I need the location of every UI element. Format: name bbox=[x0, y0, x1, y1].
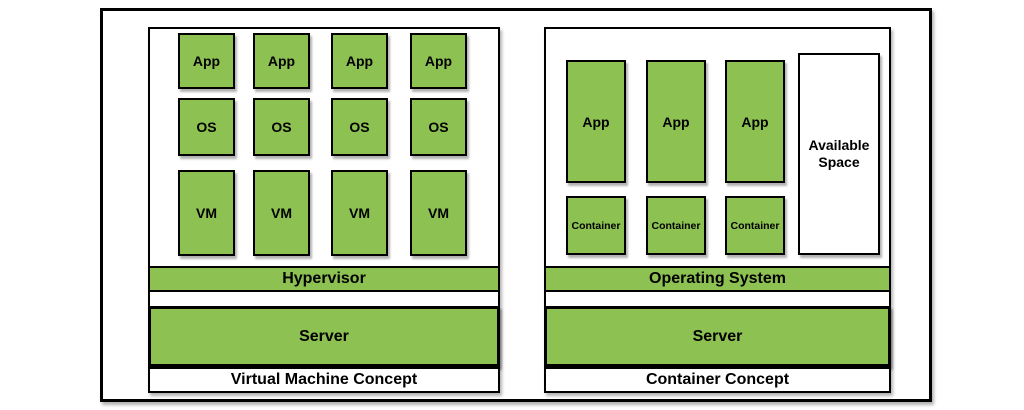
container-box: Container bbox=[566, 196, 626, 255]
vm-box: VM bbox=[178, 170, 235, 256]
app-box: App bbox=[253, 33, 310, 89]
container-panel-caption: Container Concept bbox=[544, 367, 891, 393]
app-box: App bbox=[331, 33, 388, 89]
container-panel: App App App Container Container Containe… bbox=[544, 27, 891, 393]
vm-panel: App App App App OS OS OS OS VM VM VM VM … bbox=[148, 27, 500, 393]
os-box: OS bbox=[253, 98, 310, 156]
os-box: OS bbox=[178, 98, 235, 156]
container-box: Container bbox=[725, 196, 785, 255]
vm-box: VM bbox=[253, 170, 310, 256]
vm-box: VM bbox=[331, 170, 388, 256]
app-box: App bbox=[725, 60, 785, 183]
app-box: App bbox=[566, 60, 626, 183]
operating-system-bar: Operating System bbox=[544, 266, 891, 292]
outer-frame: App App App App OS OS OS OS VM VM VM VM … bbox=[100, 8, 932, 402]
os-box: OS bbox=[331, 98, 388, 156]
container-box: Container bbox=[646, 196, 706, 255]
app-box: App bbox=[410, 33, 467, 89]
app-box: App bbox=[178, 33, 235, 89]
app-box: App bbox=[646, 60, 706, 183]
server-bar: Server bbox=[544, 306, 891, 367]
os-box: OS bbox=[410, 98, 467, 156]
hypervisor-bar: Hypervisor bbox=[148, 266, 500, 292]
server-bar: Server bbox=[148, 306, 500, 367]
vm-box: VM bbox=[410, 170, 467, 256]
available-space-box: Available Space bbox=[798, 53, 880, 255]
vm-panel-caption: Virtual Machine Concept bbox=[148, 367, 500, 393]
